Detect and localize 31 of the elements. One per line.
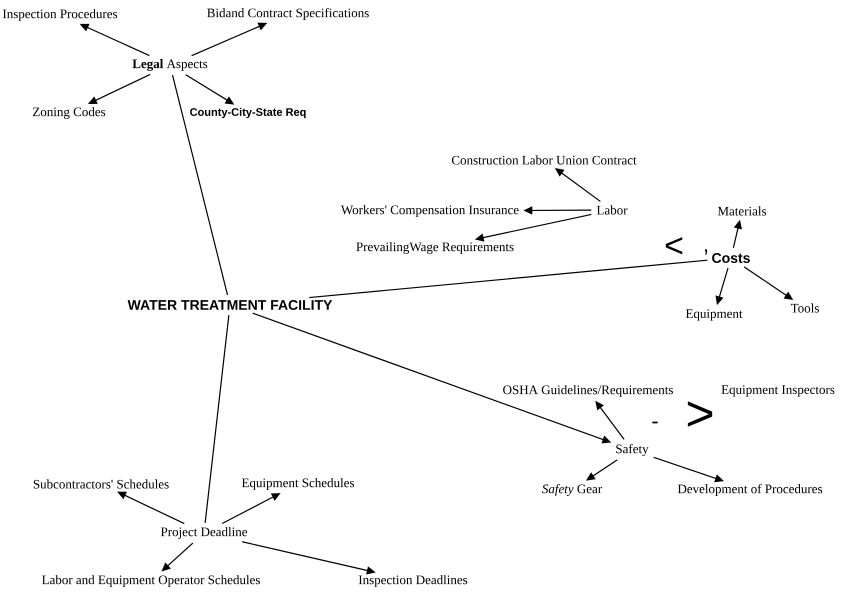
concept-label: Costs [712,253,750,263]
connector-line [309,260,708,298]
concept-label: Labor and Equipment Operator Schedules [42,575,260,587]
concept-label: Materials [718,206,766,216]
concept-label: OSHA Guidelines/Requirements [503,385,673,397]
concept-label: Workers' Compensation Insurance [340,205,519,217]
concept-label: Project Deadline [160,527,248,539]
concept-label: Construction Labor Union Contract [452,155,637,165]
concept-label: Legal Aspects [132,59,208,71]
label-glyph: - [652,422,658,424]
concept-label: Development of Procedures [678,484,822,496]
concept-label: Inspection Procedures [2,9,118,21]
concept-label: Tools [790,303,819,313]
concept-label: Bidand Contract Specifications [207,8,369,20]
concept-label: Subcontractors' Schedules [34,479,169,489]
connector-line [172,74,228,296]
concept-label: Safety Gear [542,484,602,496]
concept-label: County-City-State Req [190,108,306,118]
concept-label: Labor [596,205,628,215]
label-glyph: , [704,249,708,255]
label-glyph: < [666,237,682,254]
concept-label: PrevailingWage Requirements [356,242,514,254]
label-text: Equipment Inspectors [722,385,834,397]
concept-label: Equipment [686,309,742,321]
concept-label: Equipment Schedules [242,478,354,490]
connector-line [204,315,230,523]
concept-label: Safety [616,444,649,456]
concept-label: WATER TREATMENT FACILITY [128,300,332,310]
concept-label: Inspection Deadlines [358,575,468,587]
concept-label: Zoning Codes [32,107,106,119]
label-glyph: > [688,401,712,427]
